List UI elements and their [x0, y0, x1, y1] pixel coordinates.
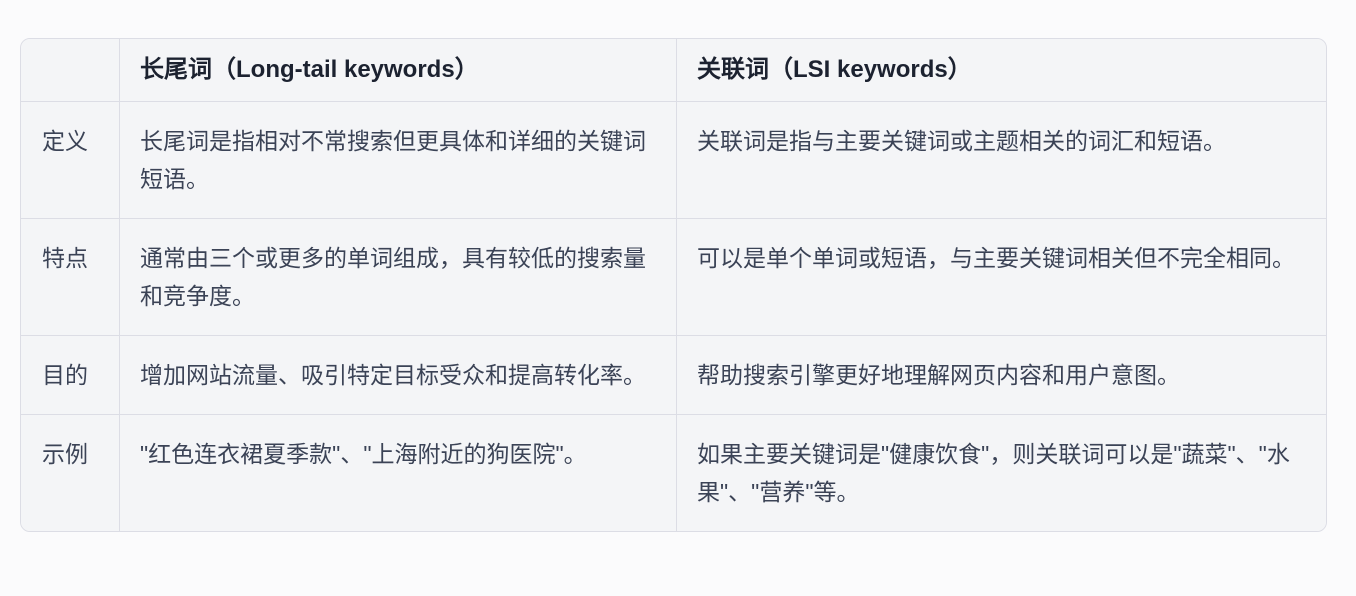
- table-header-row: 长尾词（Long-tail keywords） 关联词（LSI keywords…: [21, 39, 1326, 102]
- table-corner-cell: [21, 39, 120, 102]
- table-row: 定义 长尾词是指相对不常搜索但更具体和详细的关键词短语。 关联词是指与主要关键词…: [21, 102, 1326, 219]
- row-label-example: 示例: [21, 415, 120, 531]
- cell-definition-lsi: 关联词是指与主要关键词或主题相关的词汇和短语。: [677, 102, 1326, 219]
- cell-purpose-lsi: 帮助搜索引擎更好地理解网页内容和用户意图。: [677, 336, 1326, 415]
- table-row: 特点 通常由三个或更多的单词组成，具有较低的搜索量和竞争度。 可以是单个单词或短…: [21, 219, 1326, 336]
- column-header-long-tail: 长尾词（Long-tail keywords）: [120, 39, 677, 102]
- keyword-comparison-table: 长尾词（Long-tail keywords） 关联词（LSI keywords…: [20, 38, 1327, 532]
- column-header-lsi: 关联词（LSI keywords）: [677, 39, 1326, 102]
- row-label-purpose: 目的: [21, 336, 120, 415]
- cell-features-lsi: 可以是单个单词或短语，与主要关键词相关但不完全相同。: [677, 219, 1326, 336]
- row-label-features: 特点: [21, 219, 120, 336]
- cell-features-long-tail: 通常由三个或更多的单词组成，具有较低的搜索量和竞争度。: [120, 219, 677, 336]
- table-header: 长尾词（Long-tail keywords） 关联词（LSI keywords…: [21, 39, 1326, 102]
- table-row: 目的 增加网站流量、吸引特定目标受众和提高转化率。 帮助搜索引擎更好地理解网页内…: [21, 336, 1326, 415]
- cell-example-long-tail: "红色连衣裙夏季款"、"上海附近的狗医院"。: [120, 415, 677, 531]
- cell-purpose-long-tail: 增加网站流量、吸引特定目标受众和提高转化率。: [120, 336, 677, 415]
- row-label-definition: 定义: [21, 102, 120, 219]
- cell-example-lsi: 如果主要关键词是"健康饮食"，则关联词可以是"蔬菜"、"水果"、"营养"等。: [677, 415, 1326, 531]
- table-body: 定义 长尾词是指相对不常搜索但更具体和详细的关键词短语。 关联词是指与主要关键词…: [21, 102, 1326, 531]
- cell-definition-long-tail: 长尾词是指相对不常搜索但更具体和详细的关键词短语。: [120, 102, 677, 219]
- table-row: 示例 "红色连衣裙夏季款"、"上海附近的狗医院"。 如果主要关键词是"健康饮食"…: [21, 415, 1326, 531]
